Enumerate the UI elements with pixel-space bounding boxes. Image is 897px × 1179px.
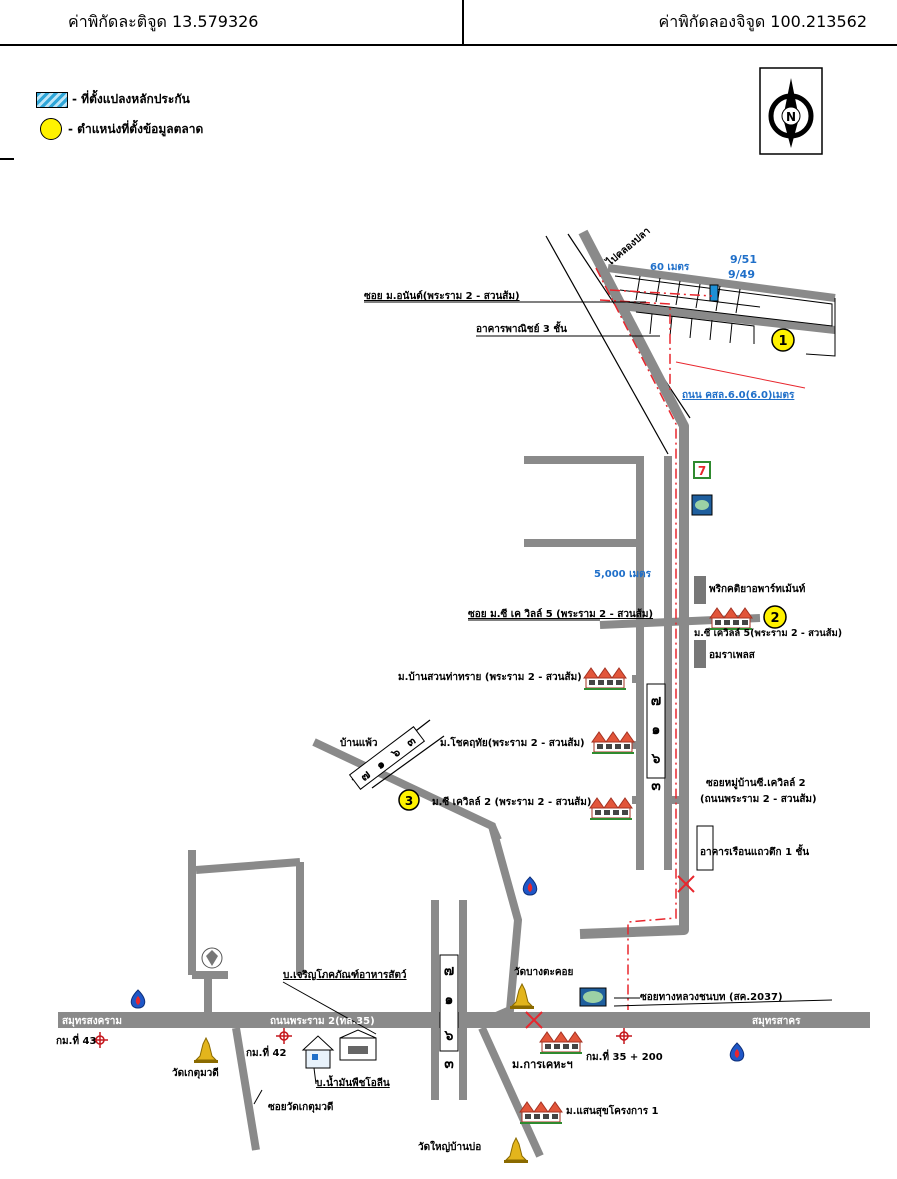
- label-soi-cvillage2-sub: (ถนนพระราม 2 - สวนส้ม): [700, 793, 817, 805]
- leader-lines: [253, 301, 660, 1105]
- seven-eleven-text: 7: [698, 464, 706, 478]
- road-sign-r3: ๖: [444, 1028, 454, 1044]
- label-plot-951: 9/51: [730, 253, 757, 266]
- house-outline-icon: [301, 1029, 377, 1069]
- yellow-dot-icon: [40, 118, 62, 140]
- marker-2-label: 2: [770, 611, 779, 626]
- house-icon: [583, 667, 627, 691]
- longitude-label: ค่าพิกัดลองจิจูด 100.213562: [658, 12, 867, 31]
- market-marker-1: 1: [771, 328, 795, 352]
- legend-parcel: - ที่ตั้งแปลงหลักประกัน: [36, 90, 190, 109]
- label-km42: กม.ที่ 42: [246, 1045, 286, 1059]
- gas-station-icon: [522, 876, 538, 896]
- parcel-grid: [614, 275, 836, 357]
- ban-phae-road: [312, 738, 523, 1028]
- compass-n-label: N: [786, 110, 796, 124]
- house-icon: [539, 1031, 583, 1055]
- row-building-icon: [696, 825, 714, 871]
- road-sign-r2: ๑: [445, 992, 454, 1008]
- label-soi-cvillage2: ซอยหมู่บ้านซี.เควิลล์ 2: [706, 777, 806, 790]
- label-wat-yai: วัดใหญ่บ้านบ่อ: [418, 1140, 481, 1153]
- marker-1-label: 1: [778, 334, 787, 349]
- south-roads: [232, 1026, 544, 1158]
- road-sign-s4: ๓: [651, 778, 661, 794]
- label-charoen-pokphand: บ.เจริญโภคภัณฑ์อาหารสัตว์: [283, 968, 407, 981]
- west-sois: [188, 850, 304, 1012]
- hatch-swatch-icon: [36, 91, 68, 108]
- house-icon: [709, 607, 753, 631]
- legend-market-text: - ตำแหน่งที่ตั้งข้อมูลตลาด: [68, 121, 204, 136]
- label-rama2: ถนนพระราม 2(ทล.35): [270, 1016, 375, 1027]
- compass-icon: N: [759, 67, 823, 155]
- header-divider: [462, 0, 464, 44]
- road-width-leader: [675, 361, 806, 389]
- legend-market: - ตำแหน่งที่ตั้งข้อมูลตลาด: [36, 118, 203, 140]
- label-dist-60: 60 เมตร: [650, 262, 690, 273]
- label-saen-suk: ม.แสนสุขโครงการ 1: [566, 1104, 659, 1117]
- label-soi-cvillage5: ซอย ม.ซี เค วิลล์ 5 (พระราม 2 - สวนส้ม): [468, 608, 653, 620]
- vertical-highway: [431, 900, 467, 1100]
- label-ban-suan: ม.บ้านสวนท่าทราย (พระราม 2 - สวนส้ม): [398, 671, 582, 683]
- label-km35: กม.ที่ 35 + 200: [586, 1049, 663, 1063]
- apartment-building-icon: [694, 576, 706, 668]
- label-road-width: ถนน คสล.6.0(6.0)เมตร: [682, 390, 795, 401]
- parcel-area-roads: [607, 264, 836, 334]
- market-marker-2: 2: [763, 605, 787, 629]
- km-post-icon: [275, 1027, 293, 1045]
- map-labels: ไปคลองปลา ซอย ม.อนันต์(พระราม 2 - สวนส้ม…: [56, 224, 842, 1153]
- marker-3-label: 3: [405, 794, 413, 808]
- factory-icon: [201, 947, 223, 969]
- road-sign-s2: ๑: [652, 722, 661, 738]
- label-km43: กม.ที่ 43: [56, 1033, 96, 1047]
- road-sign-r4: ๓: [444, 1056, 454, 1072]
- label-oil-company: บ.น้ำมันพืชโอลีน: [316, 1075, 390, 1089]
- legend-parcel-text: - ที่ตั้งแปลงหลักประกัน: [72, 92, 190, 106]
- road-number-signs: ๗ ๑ ๖ ๓ ๗ ๑ ๖ ๓ ๗ ๑ ๖ ๓: [348, 683, 666, 1072]
- seven-eleven-icon: 7: [693, 461, 711, 479]
- label-amaraplace: อมราเพลส: [709, 650, 756, 661]
- label-wat-bangtakhoi: วัดบางตะคอย: [514, 966, 574, 978]
- soi-2037: [613, 999, 833, 1007]
- label-wat-ketmuk: วัดเกตุมวดี: [172, 1067, 219, 1079]
- label-dist-5000: 5,000 เมตร: [594, 569, 652, 580]
- km-post-icon: [615, 1027, 633, 1045]
- market-marker-3: 3: [398, 789, 420, 811]
- label-plot-949: 9/49: [728, 268, 755, 281]
- label-apartment: พริกคติยาอพาร์ทเม้นท์: [709, 583, 806, 595]
- parcel-highlight: [709, 284, 719, 302]
- temple-icon: [503, 1137, 529, 1164]
- house-icon: [589, 797, 633, 821]
- label-soi-highway: ซอยทางหลวงชนบท (สค.2037): [640, 992, 783, 1003]
- road-sign-s3: ๖: [651, 751, 661, 767]
- gas-station-icon: [729, 1042, 745, 1062]
- latitude-label: ค่าพิกัดละติจูด 13.579326: [68, 12, 259, 31]
- label-road-pakbangpla: ไปคลองปลา: [603, 224, 653, 269]
- gas-station-icon: [130, 989, 146, 1009]
- route-dashed: [595, 267, 713, 1010]
- parallel-road-left: [636, 456, 672, 870]
- petrol-sign-icon: [579, 494, 713, 1007]
- road-sign-s1: ๗: [651, 693, 662, 709]
- temple-icon: [193, 1037, 219, 1064]
- label-samut-sakhon: สมุทรสาคร: [752, 1016, 801, 1027]
- main-road: [578, 229, 689, 939]
- margin-tick: [0, 158, 14, 160]
- label-row-building: อาคารเรือนแถวตึก 1 ชั้น: [700, 844, 809, 858]
- road-sign-r1: ๗: [444, 963, 455, 979]
- label-soi-wat-ketmuk: ซอยวัดเกตุมวดี: [268, 1101, 333, 1113]
- coordinate-header: ค่าพิกัดละติจูด 13.579326 ค่าพิกัดลองจิจ…: [0, 0, 897, 46]
- label-cvillage2-l: ม.ซี เควิลล์ 2 (พระราม 2 - สวนส้ม): [432, 796, 591, 808]
- label-ban-phae: บ้านแพ้ว: [340, 737, 378, 749]
- house-icon: [519, 1101, 563, 1125]
- house-icon: [591, 731, 635, 755]
- label-karnkeha: ม.การเคหะฯ: [512, 1058, 573, 1071]
- label-soi-anan: ซอย ม.อนันต์(พระราม 2 - สวนส้ม): [364, 290, 520, 302]
- label-shophouse: อาคารพาณิชย์ 3 ชั้น: [476, 321, 567, 335]
- label-cvillage5: ม.ซี เควิลล์ 5(พระราม 2 - สวนส้ม): [694, 627, 842, 639]
- label-chokchai: ม.โชคฤทัย(พระราม 2 - สวนส้ม): [440, 736, 585, 749]
- label-samut-songkhram: สมุทรสงคราม: [62, 1016, 122, 1027]
- red-x-icon: [525, 875, 695, 1029]
